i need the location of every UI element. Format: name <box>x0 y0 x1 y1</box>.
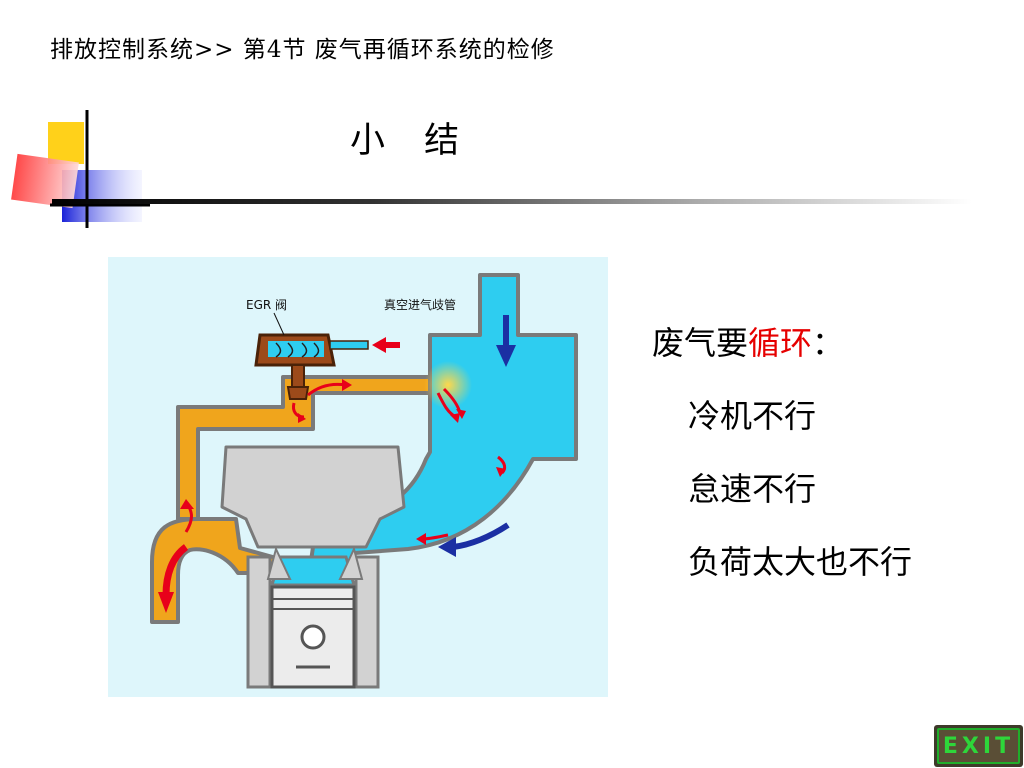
summary-heading-prefix: 废气要 <box>652 324 749 362</box>
intake-valve <box>338 546 364 580</box>
exit-button-label: EXIT <box>942 733 1015 759</box>
intake-flow-arrowhead <box>438 537 456 557</box>
cylinder-head <box>220 445 406 549</box>
summary-item-heavy-load: 负荷太大也不行 <box>688 543 913 581</box>
exhaust-outflow-arrowhead <box>158 592 174 613</box>
exhaust-glow <box>424 361 472 409</box>
summary-heading-highlight: 循环 <box>748 324 813 362</box>
vacuum-arrow <box>372 337 400 353</box>
egr-system-diagram: EGR 阀 真空进气歧管 <box>108 257 608 697</box>
intake-arrowhead <box>496 345 516 367</box>
exhaust-outflow-arrow <box>162 544 189 596</box>
summary-item-idle: 怠速不行 <box>688 470 817 508</box>
exhaust-arrowheads <box>180 379 506 545</box>
summary-heading-suffix: ： <box>812 324 845 362</box>
exit-button[interactable]: EXIT <box>934 725 1023 767</box>
exhaust-valve <box>266 546 292 580</box>
piston <box>270 585 356 689</box>
egr-valve-label: EGR 阀 <box>246 298 287 312</box>
egr-label-leader <box>273 312 285 336</box>
summary-heading: 废气要循环： <box>652 318 912 391</box>
cylinder-wall-right <box>354 555 380 689</box>
intake-flow-arrow <box>452 522 510 550</box>
breadcrumb: 排放控制系统>> 第4节 废气再循环系统的检修 <box>50 37 555 63</box>
page-title: 小 结 <box>350 121 474 161</box>
intake-arrow-shaft <box>503 315 509 349</box>
summary-item-cold-engine: 冷机不行 <box>688 397 817 435</box>
title-rule <box>52 199 972 204</box>
egr-valve <box>254 333 369 400</box>
decorative-logo <box>11 110 150 228</box>
exit-button-frame: EXIT <box>937 728 1020 764</box>
cylinder-wall-left <box>246 555 272 689</box>
intake-vacuum-label: 真空进气歧管 <box>384 297 456 312</box>
summary-panel: 废气要循环： 冷机不行 怠速不行 负荷太大也不行 <box>652 318 912 610</box>
